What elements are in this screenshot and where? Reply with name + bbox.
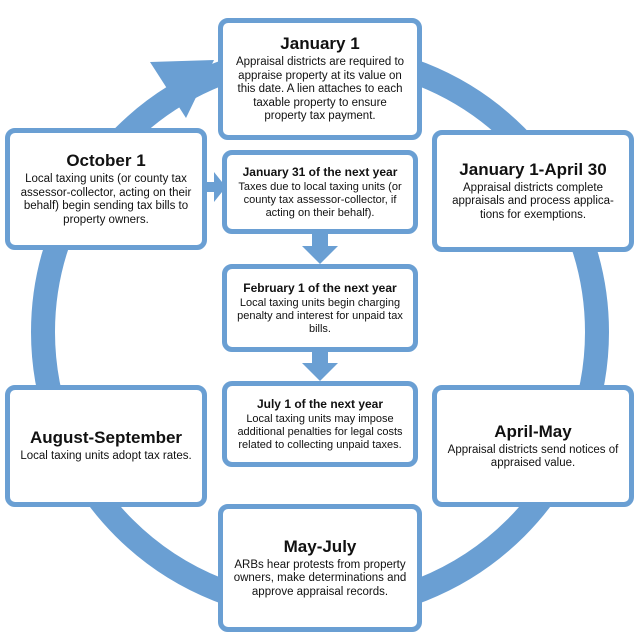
box-title: April-May	[494, 421, 572, 441]
box-title: January 1-April 30	[459, 159, 607, 179]
box-body: Appraisal districts are required to appr…	[235, 56, 405, 123]
box-title: October 1	[66, 151, 146, 170]
box-january-31-next-year: January 31 of the next year Taxes due to…	[222, 150, 418, 234]
box-body: Taxes due to local taxing units (or coun…	[238, 180, 402, 219]
box-body: Appraisal districts send notices of appr…	[447, 443, 619, 470]
box-august-september: August-September Local taxing units adop…	[5, 385, 207, 507]
cycle-arrow-head	[150, 60, 214, 118]
box-january-1: January 1 Appraisal districts are requir…	[218, 18, 422, 140]
box-title: February 1 of the next year	[243, 280, 397, 295]
box-title: January 31 of the next year	[242, 164, 398, 179]
box-title: January 1	[280, 34, 360, 54]
box-title: August-September	[29, 428, 183, 448]
box-may-july: May-July ARBs hear protests from propert…	[218, 504, 422, 632]
box-body: Appraisal districts complete appraisals …	[452, 181, 614, 221]
box-october-1: October 1 Local taxing units (or county …	[5, 128, 207, 250]
box-february-1-next-year: February 1 of the next year Local taxing…	[222, 264, 418, 352]
box-body: Local taxing units (or county tax assess…	[20, 173, 192, 226]
box-body: Local taxing units begin charging penalt…	[237, 296, 403, 335]
box-january-1-april-30: January 1-April 30 Appraisal districts c…	[432, 130, 634, 252]
box-april-may: April-May Appraisal districts send notic…	[432, 385, 634, 507]
arrow-feb1-to-jul1	[302, 352, 338, 381]
box-body: Local taxing units adopt tax rates.	[20, 450, 192, 463]
arrow-jan31-to-feb1	[302, 232, 338, 264]
box-title: July 1 of the next year	[256, 396, 384, 411]
box-body: Local taxing units may impose additional…	[237, 412, 403, 451]
arrow-oct1-to-jan31	[205, 172, 226, 202]
box-july-1-next-year: July 1 of the next year Local taxing uni…	[222, 381, 418, 467]
box-title: May-July	[283, 536, 357, 556]
box-body: ARBs hear protests from property owners,…	[233, 558, 407, 598]
